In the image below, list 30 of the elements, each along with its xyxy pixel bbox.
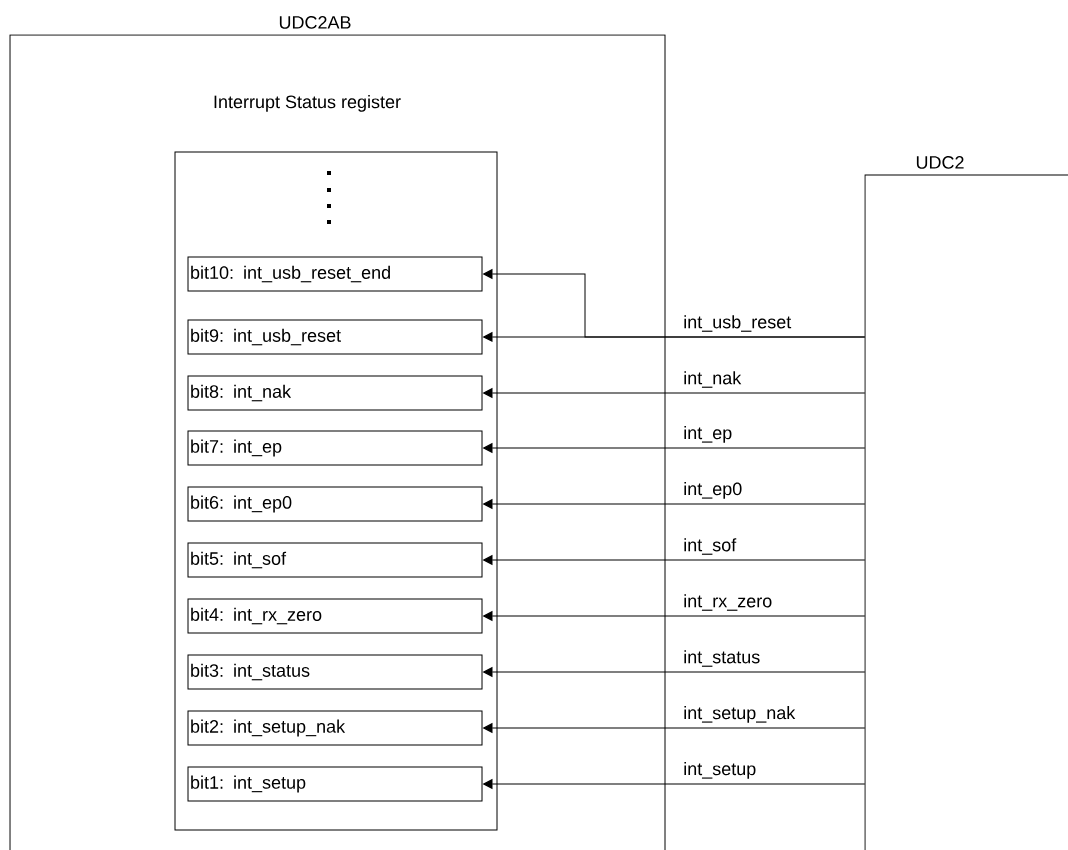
arrow [483, 332, 866, 342]
bit-box: bit3: int_status [187, 654, 483, 690]
edge-label: int_status [682, 649, 762, 668]
bit-box: bit8: int_nak [187, 375, 483, 411]
bit-box: bit5: int_sof [187, 542, 483, 578]
arrow [483, 611, 866, 621]
edge-label: int_ep0 [682, 481, 744, 500]
edge-label: int_usb_reset [682, 314, 793, 333]
block-frame: UDC2 [864, 156, 1068, 850]
bit-box: bit7: int_ep [187, 430, 483, 466]
bit-box: bit1: int_setup [187, 766, 483, 802]
arrow [483, 499, 866, 509]
edge-label: int_rx_zero [682, 593, 774, 612]
edge-label: int_setup_nak [682, 705, 797, 724]
bit-box: bit2: int_setup_nak [187, 710, 483, 746]
arrow [483, 555, 866, 565]
edge-label: int_nak [682, 370, 743, 389]
arrow [483, 723, 866, 733]
edge-label: int_ep [682, 425, 734, 444]
bit-box: bit4: int_rx_zero [187, 598, 483, 634]
edge-label: int_sof [682, 537, 738, 556]
bit-box: bit9: int_usb_reset [187, 319, 483, 355]
node-label: Interrupt Status register [214, 95, 401, 112]
arrow [483, 443, 866, 453]
arrow [483, 779, 866, 789]
arrow [483, 388, 866, 398]
arrow [483, 667, 866, 677]
bit-box: bit6: int_ep0 [187, 486, 483, 522]
edge-label: int_setup [682, 761, 758, 780]
bit-box: bit10: int_usb_reset_end [187, 256, 483, 292]
